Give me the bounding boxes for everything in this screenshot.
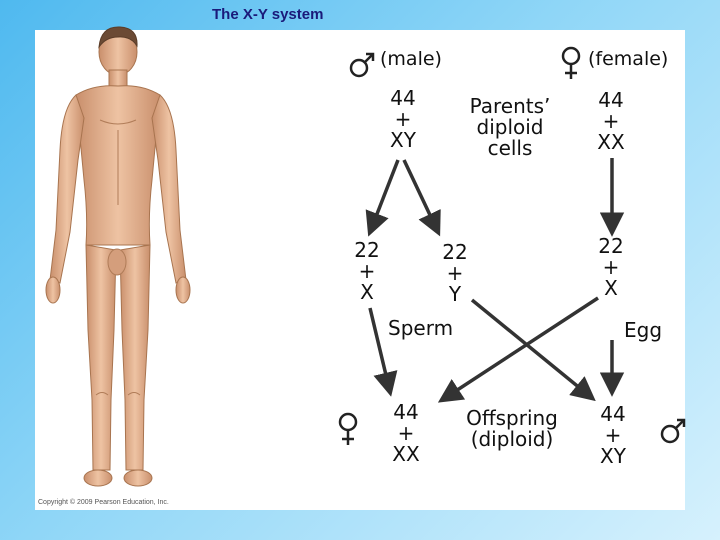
sperm-label: Sperm	[388, 316, 454, 340]
female-symbol-icon	[561, 46, 581, 79]
arrow-parent-male-to-sperm-x	[365, 159, 400, 237]
offspring-female-chromosomes: 44 + XX	[392, 400, 420, 466]
egg-x-chromosomes: 22 + X	[598, 234, 624, 300]
male-symbol-icon	[349, 52, 375, 78]
arrow-sperm-x-to-offspring-female	[368, 307, 398, 397]
offspring-female-symbol-icon	[338, 412, 358, 445]
offspring-male-symbol-icon	[660, 418, 686, 444]
sperm-y-chromosomes: 22 + Y	[442, 240, 468, 306]
parent-female-chromosomes: 44 + XX	[597, 88, 625, 154]
arrow-parent-male-to-sperm-y	[402, 159, 441, 237]
offspring-diploid-label: Offspring (diploid)	[466, 406, 558, 451]
sperm-x-chromosomes: 22 + X	[354, 238, 380, 304]
parent-male-chromosomes: 44 + XY	[390, 86, 416, 152]
arrow-sperm-y-to-offspring-male	[470, 298, 596, 402]
offspring-male-chromosomes: 44 + XY	[600, 402, 626, 468]
male-label: (male)	[380, 48, 442, 70]
parents-diploid-cells-label: Parents’ diploid cells	[469, 94, 551, 160]
slide-title: The X-Y system	[212, 6, 324, 23]
arrow-egg-to-offspring-female	[437, 296, 599, 403]
egg-label: Egg	[624, 318, 663, 342]
female-label: (female)	[588, 48, 669, 70]
copyright-notice: Copyright © 2009 Pearson Education, Inc.	[38, 499, 169, 506]
